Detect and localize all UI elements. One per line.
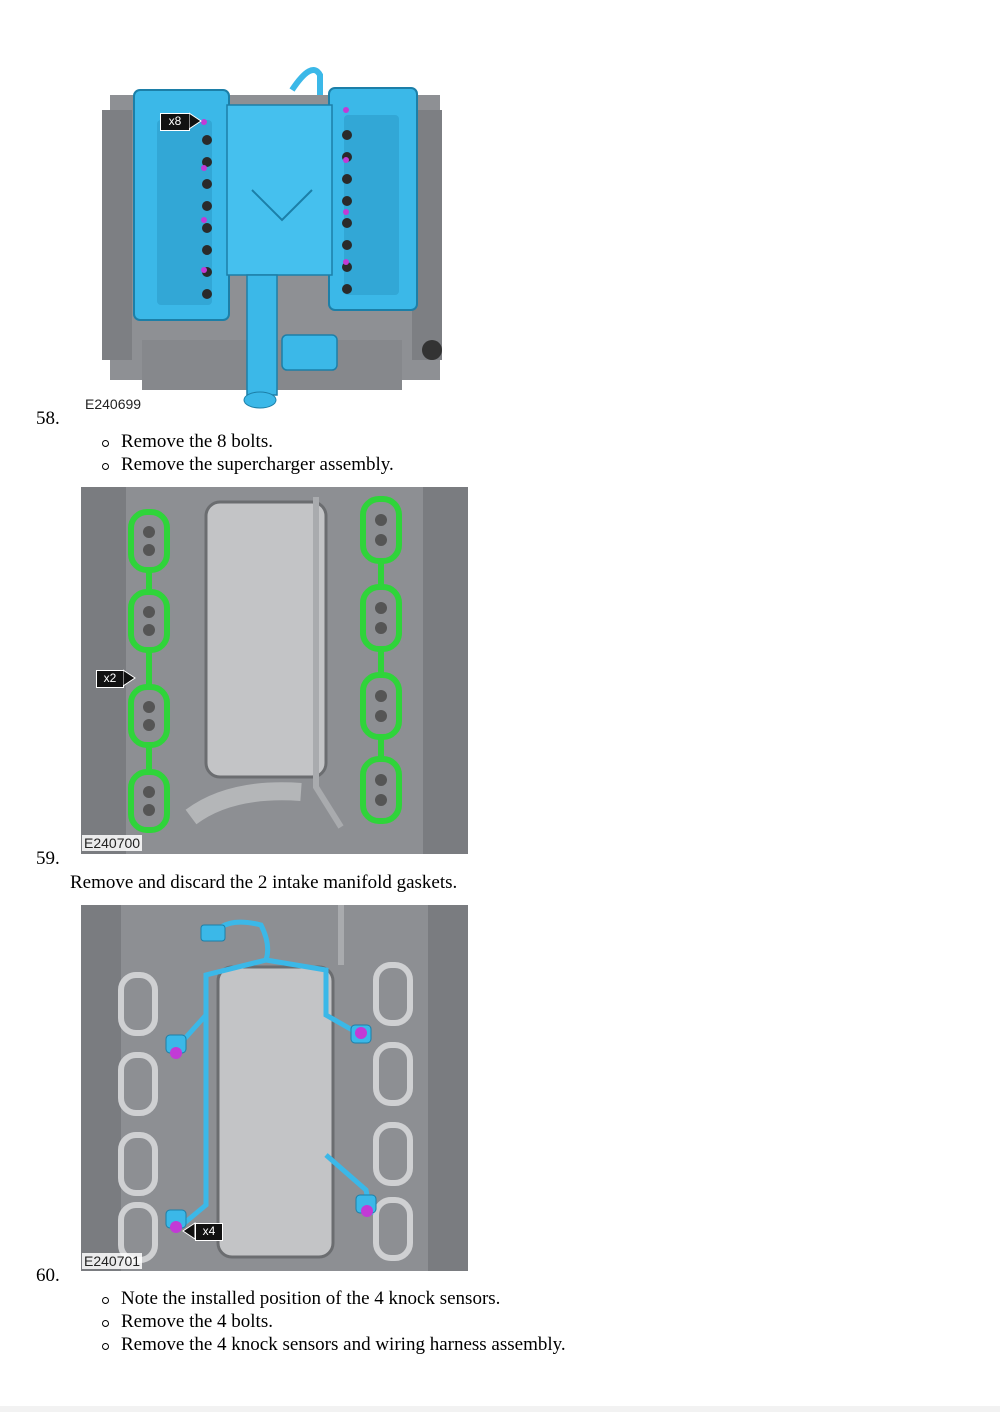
list-item: Remove the 8 bolts. [99,430,394,453]
callout-label: x8 [160,113,190,131]
arrow-right-icon [123,669,136,687]
step-59-instruction: Remove and discard the 2 intake manifold… [70,872,458,893]
figure-supercharger [82,50,457,415]
figure-intake-gaskets [81,487,468,854]
callout-label: x4 [195,1223,223,1241]
list-item: Note the installed position of the 4 kno… [99,1287,566,1310]
arrow-left-icon [182,1222,196,1240]
step-number: 58. [36,408,60,429]
arrow-right-icon [189,112,202,130]
figure-code: E240700 [82,835,143,851]
list-item: Remove the 4 bolts. [99,1310,566,1333]
page-bottom-edge [0,1406,1000,1412]
list-item: Remove the supercharger assembly. [99,453,394,476]
step-number: 59. [36,848,60,869]
figure-code: E240699 [83,396,144,412]
supercharger-illustration [102,67,442,409]
callout-label: x2 [96,670,124,688]
step-58-instructions: Remove the 8 bolts. Remove the superchar… [99,430,394,476]
step-number: 60. [36,1265,60,1286]
knock-sensors-illustration [81,905,468,1271]
figure-knock-sensors [81,905,468,1271]
intake-gaskets-illustration [81,487,468,854]
list-item: Remove the 4 knock sensors and wiring ha… [99,1333,566,1356]
step-60-instructions: Note the installed position of the 4 kno… [99,1287,566,1356]
figure-code: E240701 [82,1253,143,1269]
